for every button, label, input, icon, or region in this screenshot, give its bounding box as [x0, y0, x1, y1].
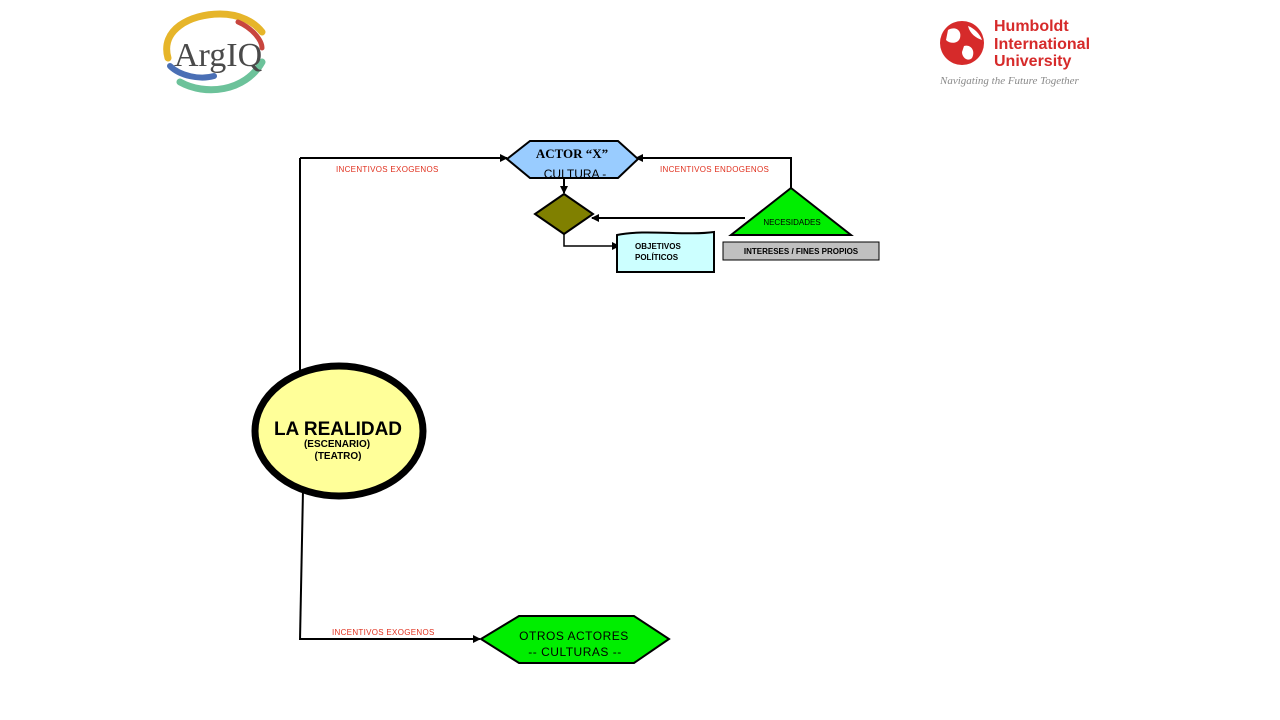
- incentivos-exogenos-bottom-label: INCENTIVOS EXOGENOS: [332, 628, 435, 637]
- la-realidad-title: LA REALIDAD: [274, 419, 402, 440]
- humboldt-logo: Humboldt International University Naviga…: [939, 18, 1090, 87]
- humboldt-name-line2: International: [994, 36, 1090, 53]
- incentivos-endogenos-label: INCENTIVOS ENDOGENOS: [660, 165, 769, 174]
- incentivos-exogenos-top-label: INCENTIVOS EXOGENOS: [336, 165, 439, 174]
- actor-x-culture: CULTURA -: [544, 167, 606, 181]
- otros-actores-title: OTROS ACTORES: [519, 629, 629, 643]
- humboldt-tagline: Navigating the Future Together: [939, 75, 1080, 87]
- humboldt-name-line3: University: [994, 53, 1071, 70]
- argiq-logo-text: ArgIQ: [174, 37, 262, 74]
- otros-actores-culturas: -- CULTURAS --: [528, 645, 621, 659]
- necesidades-node: NECESIDADES: [728, 186, 854, 236]
- decision-diamond: [533, 192, 595, 236]
- argiq-logo: ArgIQ: [163, 10, 266, 94]
- humboldt-name-line1: Humboldt: [994, 18, 1069, 35]
- arrow-decision-to-objetivos: [563, 234, 620, 250]
- connector-left-lower: [299, 489, 304, 641]
- objetivos-line1: OBJETIVOS: [635, 242, 681, 251]
- objetivos-line2: POLÍTICOS: [635, 253, 679, 262]
- actor-x-title: ACTOR “X”: [536, 146, 608, 161]
- intereses-node: INTERESES / FINES PROPIOS: [722, 241, 880, 261]
- la-realidad-teatro: (TEATRO): [314, 451, 361, 462]
- arrow-endogenos: [635, 154, 792, 188]
- objetivos-node: OBJETIVOS POLÍTICOS: [616, 230, 715, 273]
- actor-x-node: ACTOR “X” CULTURA -: [505, 140, 640, 181]
- intereses-label: INTERESES / FINES PROPIOS: [744, 247, 859, 256]
- la-realidad-escenario: (ESCENARIO): [304, 439, 370, 450]
- la-realidad-node: LA REALIDAD (ESCENARIO) (TEATRO): [251, 362, 427, 500]
- necesidades-label: NECESIDADES: [763, 218, 820, 227]
- globe-icon: [940, 21, 984, 65]
- otros-actores-node: OTROS ACTORES -- CULTURAS --: [479, 615, 671, 664]
